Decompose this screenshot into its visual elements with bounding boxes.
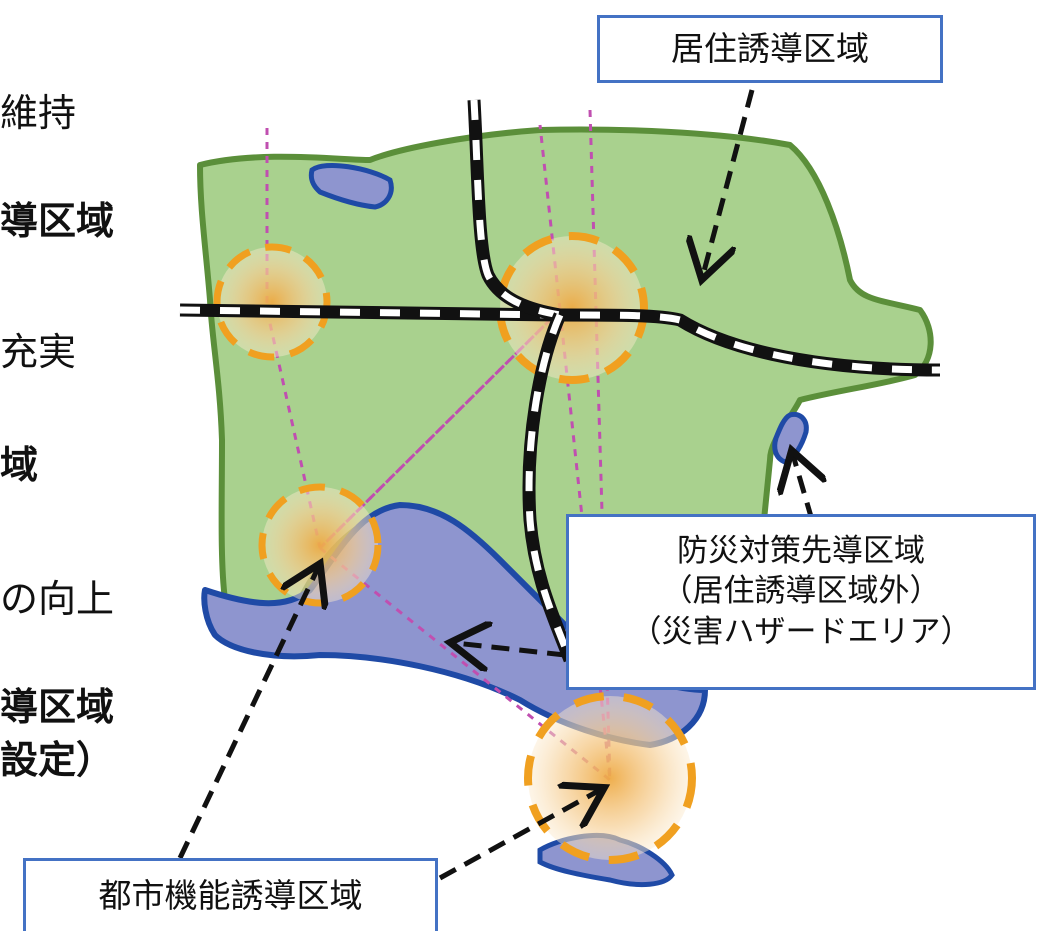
- left-text-line-5: の向上: [0, 577, 115, 621]
- left-text-line-1: 維持: [0, 91, 77, 135]
- residential-area-label: 居住誘導区域: [597, 15, 943, 83]
- annotation-arrows: [177, 89, 812, 881]
- disaster-prevention-area-label: 防災対策先導区域 （居住誘導区域外） （災害ハザードエリア）: [566, 514, 1036, 690]
- left-text-line-3: 充実: [0, 330, 77, 374]
- hazard-area-north-pond: [308, 162, 394, 210]
- railways: [179, 99, 941, 663]
- urban-function-area-label: 都市機能誘導区域: [23, 858, 438, 931]
- left-text-line-6: 導区域: [0, 685, 115, 729]
- disaster-label-line-2: （居住誘導区域外）: [661, 573, 941, 610]
- disaster-label-line-1: 防災対策先導区域: [677, 533, 925, 569]
- left-text-line-4: 域: [0, 443, 39, 487]
- disaster-label-line-3: （災害ハザードエリア）: [630, 613, 972, 650]
- left-text-line-2: 導区域: [0, 199, 115, 243]
- left-text-line-7: 設定）: [0, 738, 115, 782]
